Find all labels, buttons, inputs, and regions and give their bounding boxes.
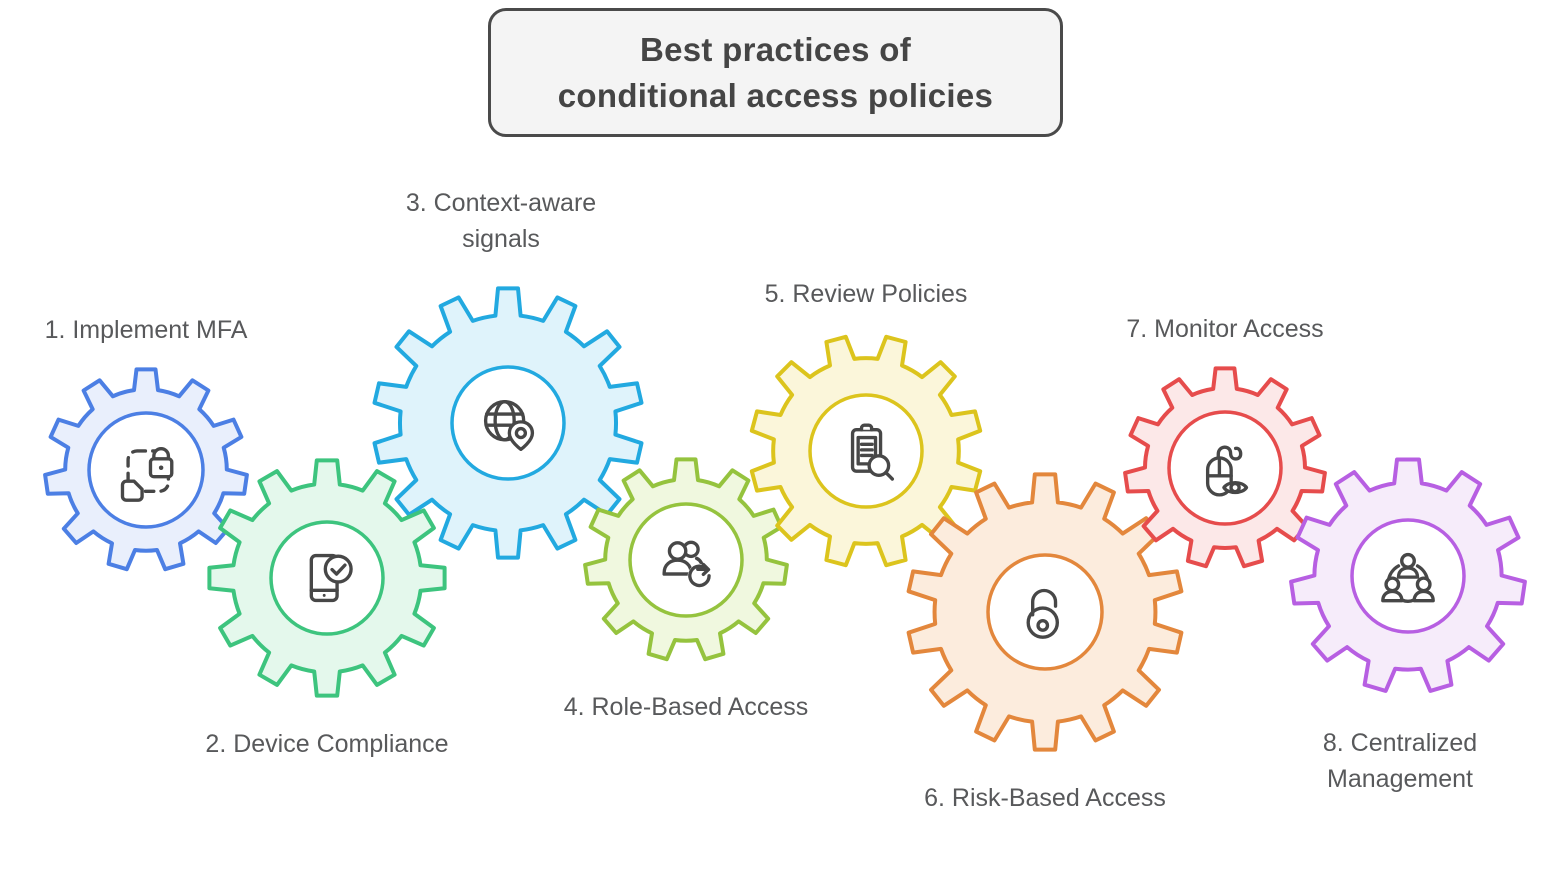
gear-monitor-access	[1075, 318, 1375, 618]
phone-check-icon	[309, 553, 353, 603]
label-context-aware-signals: 3. Context-aware signals	[405, 189, 597, 254]
gear-hub-circle	[628, 502, 744, 618]
users-refresh-icon	[662, 540, 713, 589]
gear-centralized-management	[1258, 426, 1558, 726]
team-network-icon	[1381, 552, 1435, 603]
mouse-eye-icon	[1205, 445, 1249, 497]
diagram-title: Best practices of conditional access pol…	[557, 30, 994, 114]
globe-location-pin-icon	[483, 400, 535, 452]
gear-implement-mfa	[0, 320, 296, 620]
gear-context-aware-signals	[358, 273, 658, 573]
label-review-policies: 5. Review Policies	[764, 280, 968, 308]
open-padlock-icon	[1026, 588, 1060, 639]
gear-role-based-access	[536, 410, 836, 710]
gear-device-compliance	[177, 428, 477, 728]
gear-hub-circle	[986, 553, 1104, 671]
label-implement-mfa: 1. Implement MFA	[44, 316, 248, 344]
label-role-based-access: 4. Role-Based Access	[563, 693, 809, 721]
mfa-document-lock-icon	[120, 447, 174, 502]
label-risk-based-access: 6. Risk-Based Access	[924, 784, 1166, 812]
label-device-compliance: 2. Device Compliance	[205, 730, 449, 758]
gear-review-policies	[716, 301, 1016, 601]
title-box: Best practices of conditional access pol…	[488, 8, 1063, 137]
gear-risk-based-access	[895, 462, 1195, 762]
label-monitor-access: 7. Monitor Access	[1126, 315, 1324, 343]
gear-hub-circle	[87, 411, 205, 529]
label-centralized-management: 8. Centralized Management	[1322, 729, 1478, 794]
clipboard-magnifier-icon	[850, 423, 895, 481]
gear-hub-circle	[450, 365, 566, 481]
